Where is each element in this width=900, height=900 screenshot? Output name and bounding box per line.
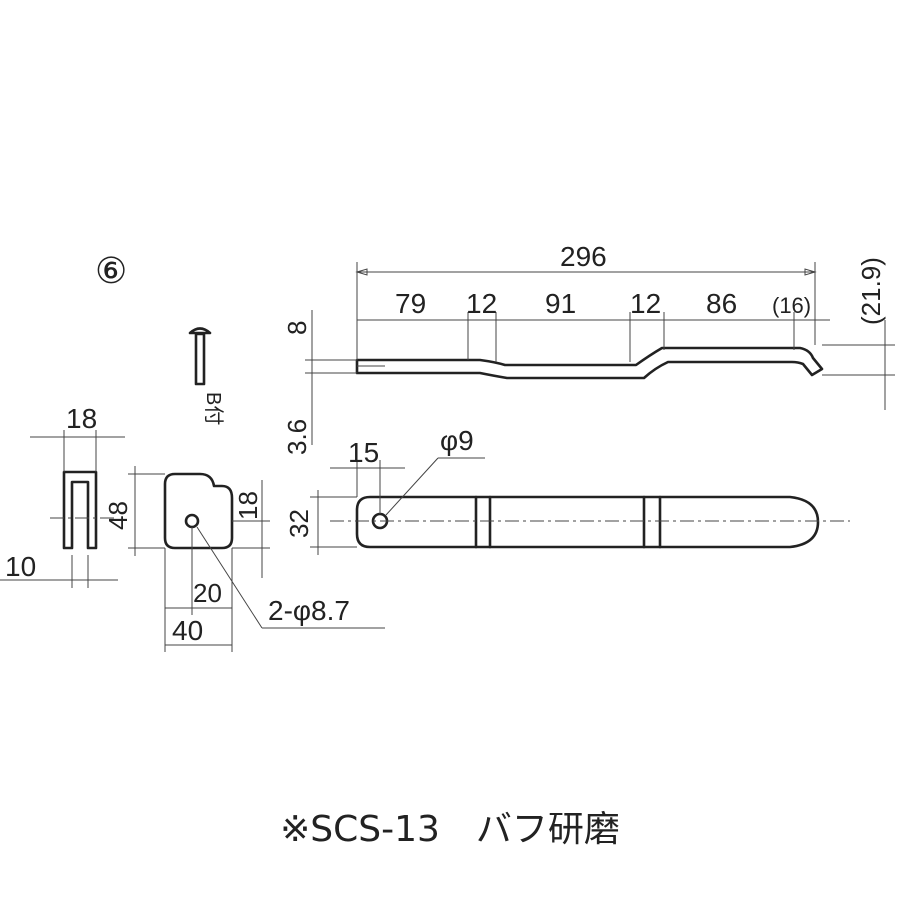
lever-side-view [355,346,824,380]
dim-hole-dia-9: φ9 [440,425,474,456]
lever-side-profile [355,346,824,380]
dim-segment-12a: 12 [466,288,497,319]
dim-clip-height-48: 48 [103,501,133,530]
dim-plate-holes: 2-φ8.7 [268,595,350,626]
material-note: ※SCS-13 バフ研磨 [280,809,620,850]
mount-plate-hole [184,513,200,529]
rivet-label: B付 [202,392,225,425]
dim-thickness-8: 8 [282,321,312,335]
dim-segment-86: 86 [706,288,737,319]
lever-plan-outline [355,495,820,549]
dim-height-21-9: (21.9) [856,257,886,325]
dim-hole-offset-15: 15 [348,437,379,468]
dim-width-32: 32 [284,509,314,538]
mount-plate [163,472,234,550]
dim-plate-offset-20: 20 [193,578,222,608]
figure-number: ⑥ [95,250,127,291]
dim-plate-width-40: 40 [172,615,203,646]
dim-segment-12b: 12 [630,288,661,319]
dim-clip-width-18: 18 [66,403,97,434]
dim-plate-height-18: 18 [233,491,263,520]
dim-total-length: 296 [560,241,607,272]
dim-thickness-3-6: 3.6 [282,419,312,455]
dim-segment-79: 79 [395,288,426,319]
dim-clip-gap-10: 10 [5,551,36,582]
dim-segment-16: (16) [772,293,811,318]
rivet [188,327,212,386]
lever-plan-view [330,495,850,549]
dim-segment-91: 91 [545,288,576,319]
u-clip [50,470,115,550]
mount-plate-outline [163,472,234,550]
